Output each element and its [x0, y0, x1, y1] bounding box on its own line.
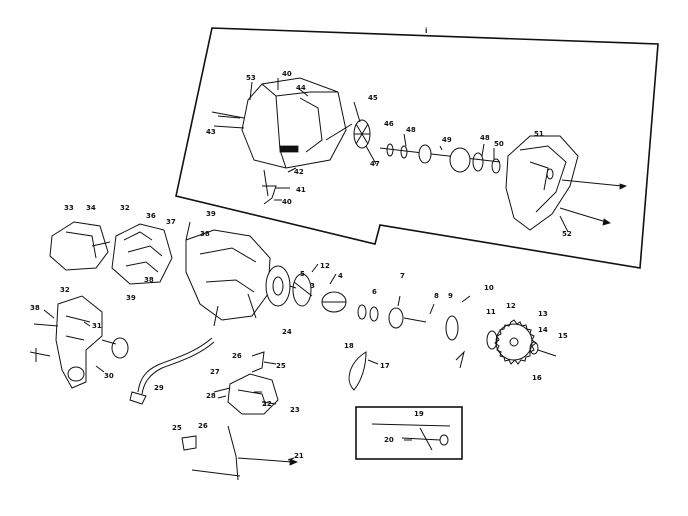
part-label-40b: 40: [282, 198, 292, 206]
part-label-23: 23: [290, 406, 300, 414]
guard-screws: [559, 179, 628, 226]
part-label-31: 31: [92, 322, 102, 330]
part-label-6: 6: [372, 288, 377, 296]
bevel-bracket: [213, 351, 279, 415]
handle-housing: [185, 221, 271, 327]
part-label-1: 1: [320, 262, 325, 270]
part-label-18: 18: [344, 342, 354, 350]
part-label-26b: 26: [198, 422, 208, 430]
part-label-13: 13: [538, 310, 548, 318]
lower-guard-spring: [348, 350, 465, 391]
part-label-15: 15: [558, 332, 568, 340]
part-label-36: 36: [146, 212, 156, 220]
part-label-30: 30: [104, 372, 114, 380]
upper-blade-guard: [505, 135, 579, 231]
lower-detail-frame: [355, 406, 463, 460]
inset-wrench-parts: [371, 423, 451, 451]
shoe-plate: [181, 425, 299, 481]
part-label-8: 8: [434, 292, 439, 300]
part-label-10: 10: [484, 284, 494, 292]
part-label-32b: 32: [60, 286, 70, 294]
leader-lines: [43, 78, 569, 461]
part-label-14: 14: [538, 326, 548, 334]
part-label-41: 41: [296, 186, 306, 194]
motor-housing-assembly: [211, 77, 353, 205]
part-label-39b: 39: [126, 294, 136, 302]
part-label-24: 24: [282, 328, 292, 336]
gear-housing: [265, 265, 347, 313]
part-label-19: 19: [414, 410, 424, 418]
part-label-17: 17: [380, 362, 390, 370]
base-bracket-assembly: [29, 295, 129, 389]
part-label-22: 22: [262, 400, 272, 408]
motor-field: [111, 223, 173, 285]
part-label-38a: 38: [144, 276, 154, 284]
part-label-7: 7: [400, 272, 405, 280]
part-label-27: 27: [210, 368, 220, 376]
part-label-20: 20: [384, 436, 394, 444]
part-label-48b: 48: [480, 134, 490, 142]
part-label-53: 53: [246, 74, 256, 82]
part-label-38b: 38: [30, 304, 40, 312]
part-label-52: 52: [562, 230, 572, 238]
part-label-2: 2: [325, 262, 330, 270]
part-label-48a: 48: [406, 126, 416, 134]
part-label-37: 37: [166, 218, 176, 226]
part-label-40a: 40: [282, 70, 292, 78]
part-label-29: 29: [154, 384, 164, 392]
part-label-4: 4: [338, 272, 343, 280]
part-label-16: 16: [532, 374, 542, 382]
part-label-42: 42: [294, 168, 304, 176]
spindle-parts: [357, 295, 471, 341]
part-label-34: 34: [86, 204, 96, 212]
part-number-labels: 1 2 3 4 5 6 7 8 9 10 11 12 13 14 15 16 1…: [30, 70, 572, 460]
part-label-11: 11: [486, 308, 496, 316]
saw-blade: [486, 319, 557, 365]
part-label-33: 33: [64, 204, 74, 212]
part-label-21: 21: [294, 452, 304, 460]
part-label-25a: 25: [276, 362, 286, 370]
part-label-50: 50: [494, 140, 504, 148]
upper-detail-frame: [175, 27, 659, 269]
fan-part: [353, 119, 371, 149]
part-label-47: 47: [370, 160, 380, 168]
part-label-38c: 38: [200, 230, 210, 238]
part-label-39a: 39: [206, 210, 216, 218]
part-label-43: 43: [206, 128, 216, 136]
part-label-32a: 32: [120, 204, 130, 212]
rear-housing: [49, 221, 111, 271]
part-label-49: 49: [442, 136, 452, 144]
part-label-25b: 25: [172, 424, 182, 432]
part-label-46: 46: [384, 120, 394, 128]
part-label-5: 5: [300, 270, 305, 278]
part-label-3: 3: [310, 282, 315, 290]
part-label-51: 51: [534, 130, 544, 138]
part-label-44: 44: [296, 84, 306, 92]
page-mark: i: [425, 27, 427, 35]
armature-shaft: [379, 143, 501, 174]
part-label-12: 12: [506, 302, 516, 310]
part-label-26a: 26: [232, 352, 242, 360]
part-label-45: 45: [368, 94, 378, 102]
part-label-9: 9: [448, 292, 453, 300]
part-label-28: 28: [206, 392, 216, 400]
power-cord: [129, 337, 215, 405]
